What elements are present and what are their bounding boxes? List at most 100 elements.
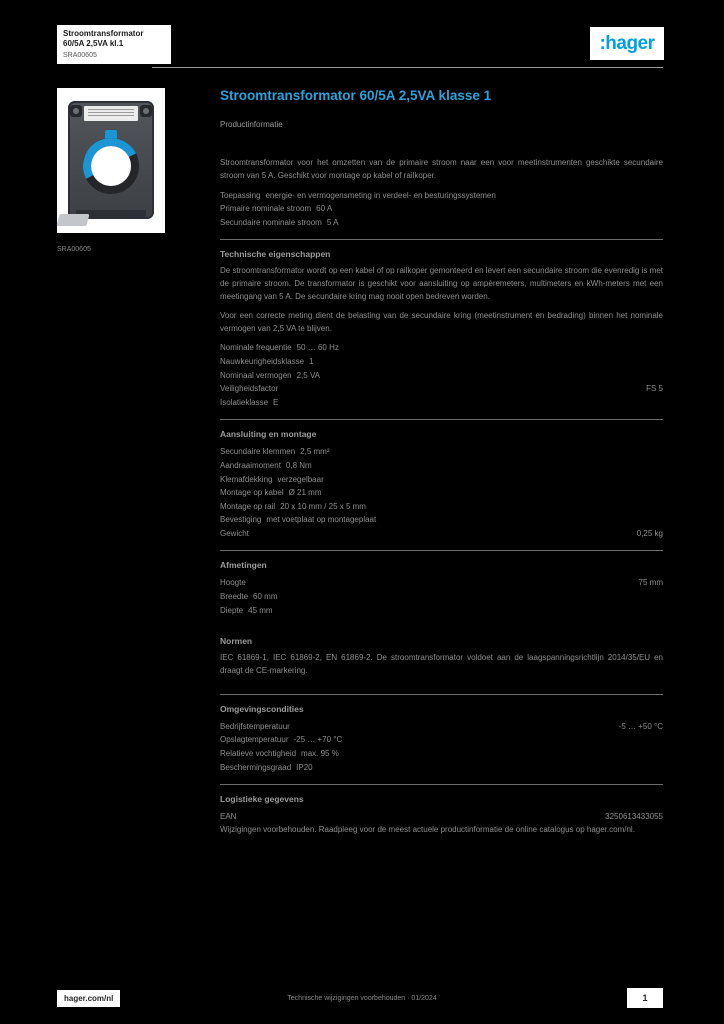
header-product-ref: SRA00605	[63, 51, 97, 59]
spec-row: Hoogte 75 mm	[220, 576, 663, 590]
header-product-name: Stroomtransformator	[63, 29, 144, 38]
spec-value: 0,8 Nm	[285, 460, 312, 470]
spec-value: 3250613433055	[605, 812, 663, 822]
spec-label: Hoogte	[220, 578, 246, 588]
spec-row: Diepte 45 mm	[220, 604, 663, 618]
spec-label: Isolatieklasse	[220, 397, 269, 407]
spec-row: Relatieve vochtigheid max. 95 %	[220, 747, 663, 761]
spec-value: 2,5 mm²	[300, 447, 330, 457]
footer-page-number: 1	[627, 988, 663, 1008]
hager-logo-icon: :hager	[599, 32, 655, 54]
photo-caption: SRA00605	[57, 246, 91, 253]
spec-paragraph: Wijzigingen voorbehouden. Raadpleeg voor…	[220, 824, 635, 834]
spec-label: Beschermingsgraad	[220, 762, 292, 772]
product-photo	[56, 88, 165, 233]
spec-label: Primaire nominale stroom	[220, 204, 312, 214]
spec-value: verzegelbaar	[277, 474, 324, 484]
brand-logo: :hager	[590, 27, 664, 60]
spec-row: Klemafdekking verzegelbaar	[220, 473, 663, 487]
section-heading: Aansluiting en montage	[220, 429, 317, 440]
spec-value: E	[273, 397, 279, 407]
terminal-screw-icon	[70, 105, 82, 117]
current-transformer-image	[56, 101, 154, 226]
spec-row: Isolatieklasse E	[220, 396, 663, 410]
spec-value: 60 mm	[253, 592, 278, 602]
spec-value: max. 95 %	[301, 749, 339, 759]
spec-paragraph: IEC 61869-1, IEC 61869-2, EN 61869-2. De…	[220, 653, 663, 676]
spec-row: Veiligheidsfactor FS 5	[220, 382, 663, 396]
product-title: Stroomtransformator 60/5A 2,5VA klasse 1	[220, 88, 492, 103]
spec-row: Secundaire nominale stroom 5 A	[220, 216, 663, 230]
spec-paragraph: Voor een correcte meting dient de belast…	[220, 310, 663, 333]
spec-row: Bedrijfstemperatuur -5 … +50 °C	[220, 720, 663, 734]
spec-value: 5 A	[326, 217, 339, 227]
spec-row: Opslagtemperatuur -25 … +70 °C	[220, 733, 663, 747]
spec-row: EAN 3250613433055	[220, 810, 663, 824]
spec-value: IP20	[296, 762, 313, 772]
spec-label: Opslagtemperatuur	[220, 735, 289, 745]
spec-row: Primaire nominale stroom 60 A	[220, 202, 663, 216]
section-technical: Technische eigenschappen De stroomtransf…	[220, 239, 663, 419]
spec-label: Diepte	[220, 605, 244, 615]
section-heading: Afmetingen	[220, 560, 267, 571]
section-heading: Normen	[220, 636, 253, 647]
spec-value: -5 … +50 °C	[618, 721, 663, 731]
header-product-variant: 60/5A 2,5VA kl.1	[63, 39, 124, 49]
spec-value: 75 mm	[638, 578, 663, 588]
spec-row: Nominale frequentie 50 … 60 Hz	[220, 341, 663, 355]
section-mounting: Aansluiting en montage Secundaire klemme…	[220, 419, 663, 550]
spec-row: Gewicht 0,25 kg	[220, 527, 663, 541]
spec-label: Klemafdekking	[220, 474, 273, 484]
spec-label: Bedrijfstemperatuur	[220, 721, 290, 731]
spec-row: Montage op kabel Ø 21 mm	[220, 486, 663, 500]
spec-value: 0,25 kg	[636, 528, 663, 538]
spec-row: Aandraaimoment 0,8 Nm	[220, 459, 663, 473]
spec-row: Breedte 60 mm	[220, 590, 663, 604]
footer-site-link[interactable]: hager.com/nl	[57, 990, 121, 1007]
spec-value: 45 mm	[248, 605, 273, 615]
spec-value: FS 5	[646, 384, 663, 394]
spec-label: Aandraaimoment	[220, 460, 281, 470]
spec-value: 2,5 VA	[296, 370, 321, 380]
spec-row: Bevestiging met voetplaat op montageplaa…	[220, 513, 663, 527]
datasheet-body: Stroomtransformator 60/5A 2,5VA klasse 1…	[220, 88, 663, 853]
section-environment: Omgevingscondities Bedrijfstemperatuur -…	[220, 693, 663, 784]
product-subtitle: Productinformatie	[220, 120, 283, 129]
section-dimensions: Afmetingen Hoogte 75 mm Breedte 60 mm Di…	[220, 550, 663, 627]
spec-value: 60 A	[316, 204, 333, 214]
spec-value: 50 … 60 Hz	[296, 343, 339, 353]
section-heading: Technische eigenschappen	[220, 249, 331, 260]
spec-row: Beschermingsgraad IP20	[220, 761, 663, 775]
spec-label: Relatieve vochtigheid	[220, 749, 297, 759]
section-heading: Logistieke gegevens	[220, 794, 304, 805]
spec-label: Secundaire klemmen	[220, 447, 296, 457]
spec-value: met voetplaat op montageplaat	[266, 515, 377, 525]
spec-label: EAN	[220, 812, 237, 822]
spec-value: 1	[309, 356, 314, 366]
device-cable-opening	[83, 138, 139, 194]
device-mounting-foot	[56, 214, 90, 226]
section-heading: Omgevingscondities	[220, 703, 304, 714]
header-product-block: Stroomtransformator 60/5A 2,5VA kl.1 SRA…	[57, 25, 171, 64]
spec-value: -25 … +70 °C	[293, 735, 343, 745]
section-logistics: Logistieke gegevens EAN 3250613433055 Wi…	[220, 784, 663, 852]
spec-row: Nauwkeurigheidsklasse 1	[220, 355, 663, 369]
spec-label: Secundaire nominale stroom	[220, 217, 322, 227]
terminal-screw-icon	[140, 105, 152, 117]
spec-label: Nominale frequentie	[220, 343, 292, 353]
section-standards: Normen IEC 61869-1, IEC 61869-2, EN 6186…	[220, 627, 663, 694]
spec-row: Montage op rail 20 x 10 mm / 25 x 5 mm	[220, 500, 663, 514]
device-base	[76, 210, 146, 219]
spec-value: 20 x 10 mm / 25 x 5 mm	[280, 501, 366, 511]
spec-label: Veiligheidsfactor	[220, 384, 279, 394]
spec-label: Montage op rail	[220, 501, 276, 511]
spec-label: Montage op kabel	[220, 488, 284, 498]
spec-label: Nominaal vermogen	[220, 370, 292, 380]
spec-row: Toepassing energie- en vermogensmeting i…	[220, 189, 663, 203]
header-divider	[152, 67, 663, 68]
spec-row: Secundaire klemmen 2,5 mm²	[220, 445, 663, 459]
device-rating-label	[84, 106, 138, 121]
spec-value: Ø 21 mm	[288, 488, 322, 498]
spec-row: Nominaal vermogen 2,5 VA	[220, 369, 663, 383]
